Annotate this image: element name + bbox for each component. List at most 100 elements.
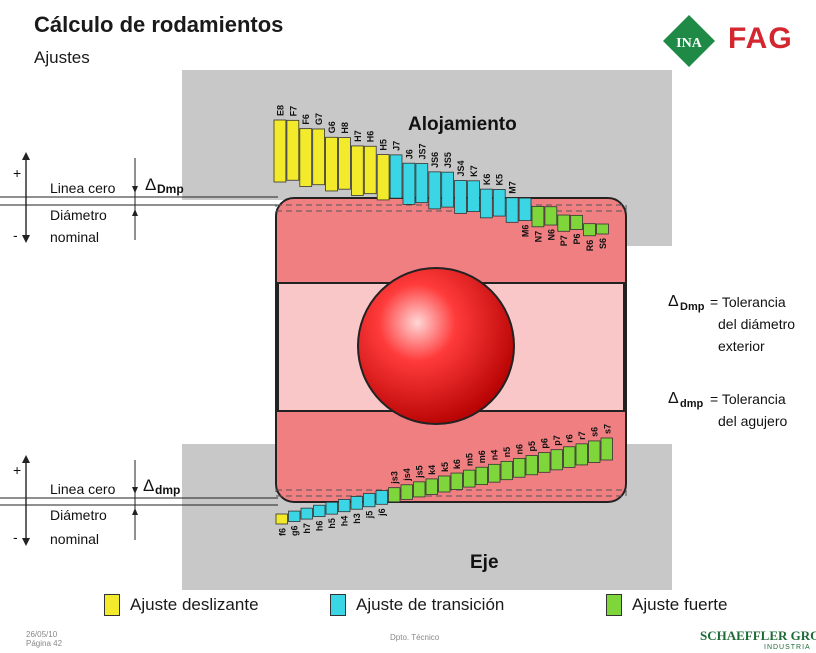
top-zero-line-label: Linea cero [50,180,116,196]
footer-date-block: 26/05/10 Página 42 [26,630,62,648]
housing-fit-label: H5 [379,139,389,151]
ina-logo: INA [663,15,715,67]
def-outer-line1: = Tolerancia [710,294,786,310]
shaft-fit-label: r6 [565,434,575,443]
housing-fit-label: JS7 [417,144,427,160]
shaft-fit-bar [563,446,576,468]
shaft-fit-bar [500,460,513,481]
shaft-fit-label: k4 [427,465,437,475]
footer-page: Página 42 [26,639,63,648]
housing-fit-label: J6 [404,149,414,159]
shaft-fit-bar [313,504,326,518]
housing-fit-bar [467,180,480,213]
housing-fit-label: P7 [559,235,569,246]
shaft-fit-label: h6 [315,521,325,532]
housing-fit-bar [531,205,545,228]
shaft-fit-label: n6 [515,444,525,455]
shaft-fit-bar [338,498,351,513]
def-inner-line1: = Tolerancia [710,391,786,407]
housing-fit-label: M7 [508,181,518,194]
shaft-fit-label: h7 [302,523,312,534]
shaft-fit-label: s6 [590,427,600,437]
housing-fit-bar [376,154,390,201]
housing-fit-bar [518,197,532,221]
housing-fit-label: R6 [585,240,595,252]
housing-fit-label: F7 [288,106,298,117]
housing-fit-bar [338,137,351,190]
shaft-fit-bar [413,481,426,498]
page-subtitle: Ajustes [34,48,90,67]
housing-fit-label: K7 [469,165,479,177]
shaft-fit-label: p7 [552,435,562,446]
housing-block [182,70,672,246]
rolling-ball [357,267,515,425]
legend-swatch-slide [104,594,120,616]
top-diameter-label: Diámetro [50,207,107,223]
legend-item-interference: Ajuste fuerte [606,594,727,616]
bottom-nominal-label: nominal [50,531,99,547]
def-outer-delta: Δ [668,293,679,310]
top-delta-subscript: Dmp [157,182,184,196]
shaft-fit-bar [450,472,463,490]
legend-label-slide: Ajuste deslizante [130,595,259,614]
shaft-fit-label: g6 [290,526,300,537]
housing-fit-bar [454,180,467,214]
shaft-fit-label: m5 [465,453,475,466]
shaft-fit-label: p6 [540,438,550,449]
housing-fit-label: F6 [301,114,311,125]
bottom-delta-symbol: Δ [143,476,154,495]
housing-fit-label: JS6 [430,152,440,168]
shaft-fit-bar [350,496,363,510]
ina-logo-text: INA [676,36,703,51]
shaft-fit-bar [300,507,313,520]
shaft-fit-label: js3 [390,471,400,485]
def-outer-line2: del diámetro [718,316,795,332]
housing-fit-bar [557,214,571,232]
housing-fit-bar [312,128,326,186]
top-minus-sign: - [13,227,18,243]
housing-fit-bar [286,119,300,181]
housing-label: Alojamiento [408,114,517,135]
housing-fit-label: E8 [275,105,285,116]
housing-fit-bar [492,189,506,217]
bottom-diameter-label: Diámetro [50,507,107,523]
legend-swatch-transition [330,594,346,616]
fag-logo: FAG [728,22,793,55]
housing-fit-bar [299,128,313,187]
shaft-fit-bar [488,463,501,483]
shaft-fit-bar [550,449,563,471]
housing-fit-label: H6 [366,131,376,143]
top-nominal-label: nominal [50,229,99,245]
shaft-fit-bar [475,466,488,486]
legend-label-transition: Ajuste de transición [356,595,505,614]
housing-fit-label: JS5 [443,152,453,168]
housing-fit-bar [389,154,403,199]
housing-fit-label: N7 [533,231,543,243]
housing-fit-label: N6 [546,229,556,241]
housing-fit-bar [441,171,455,208]
housing-fit-label: JS4 [456,160,466,176]
top-delta-symbol: Δ [145,175,156,194]
housing-fit-bar [479,188,493,219]
housing-fit-bar [415,163,429,204]
inner-dashed-line [275,489,627,497]
legend-swatch-interference [606,594,622,616]
shaft-fit-bar [363,493,376,508]
shaft-label: Eje [470,552,499,573]
shaft-fit-label: r7 [577,431,587,440]
shaft-fit-label: s7 [602,424,612,434]
bottom-zero-line-label: Linea cero [50,481,116,497]
shaft-fit-bar [375,490,388,505]
def-outer-sub: Dmp [680,301,705,313]
shaft-fit-bar [513,458,526,478]
shaft-fit-label: n5 [502,447,512,458]
shaft-fit-bar [388,487,401,503]
shaft-fit-label: k6 [452,459,462,469]
housing-fit-bar [596,223,609,235]
shaft-fit-label: j6 [377,508,387,517]
housing-fit-label: J7 [392,141,402,151]
shaft-fit-label: h3 [352,513,362,524]
shaft-fit-label: js4 [402,468,412,482]
